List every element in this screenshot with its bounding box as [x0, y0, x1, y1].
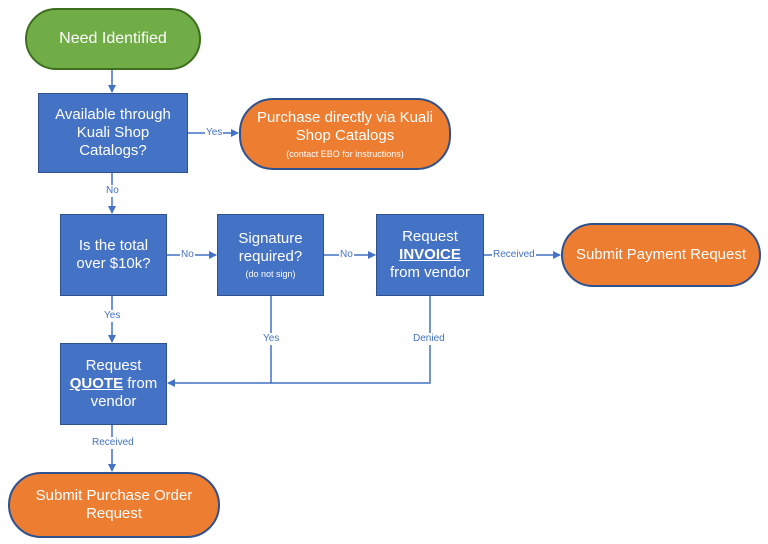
terminal-submit-payment-request-label: Submit Payment Request [575, 246, 747, 263]
edge-invoice-to-quote [271, 295, 431, 384]
decision-signature-required-label: Signature required? [238, 230, 303, 266]
edge-label-invoice-denied: Denied [412, 333, 446, 345]
edge-label-no-signature: No [180, 249, 195, 261]
start-need-identified: Need Identified [25, 8, 201, 70]
process-request-invoice: Request INVOICE from vendor [376, 214, 484, 296]
decision-available-kuali: Available through Kuali Shop Catalogs? [38, 93, 188, 173]
request-invoice-line3: from vendor [389, 264, 471, 281]
terminal-purchase-direct-label: Purchase directly via Kuali Shop Catalog… [257, 108, 433, 144]
request-quote-line2: QUOTE from [70, 375, 158, 393]
edge-signature-to-quote [167, 295, 272, 387]
request-invoice-keyword: INVOICE [399, 246, 461, 263]
terminal-purchase-direct: Purchase directly via Kuali Shop Catalog… [239, 98, 451, 170]
edge-label-no-total: No [105, 185, 120, 197]
decision-total-over-10k-label: Is the total over $10k? [76, 237, 151, 272]
terminal-submit-purchase-order-label: Submit Purchase Order Request [35, 487, 193, 522]
edge-label-yes-quote: Yes [103, 310, 122, 322]
edge-label-received-payment: Received [492, 249, 536, 261]
terminal-submit-purchase-order: Submit Purchase Order Request [8, 472, 220, 538]
decision-total-over-10k: Is the total over $10k? [60, 214, 167, 296]
edge-label-received-po: Received [91, 437, 135, 449]
edge-label-no-invoice: No [339, 249, 354, 261]
request-quote-from: from [127, 375, 158, 392]
start-need-identified-label: Need Identified [59, 30, 167, 48]
process-request-quote: Request QUOTE from vendor [60, 343, 167, 425]
decision-signature-required-note: (do not sign) [245, 269, 296, 280]
terminal-purchase-direct-note: (contact EBO for instructions) [286, 148, 404, 159]
request-invoice-line1: Request [402, 228, 458, 245]
decision-available-kuali-label: Available through Kuali Shop Catalogs? [55, 106, 171, 159]
edge-label-signature-yes: Yes [262, 333, 281, 345]
request-quote-line1: Request [85, 357, 142, 374]
decision-signature-required: Signature required? (do not sign) [217, 214, 324, 296]
terminal-submit-payment-request: Submit Payment Request [561, 223, 761, 287]
request-quote-keyword: QUOTE [69, 375, 124, 392]
request-quote-line3: vendor [90, 393, 137, 410]
edge-label-yes-direct: Yes [205, 127, 224, 139]
